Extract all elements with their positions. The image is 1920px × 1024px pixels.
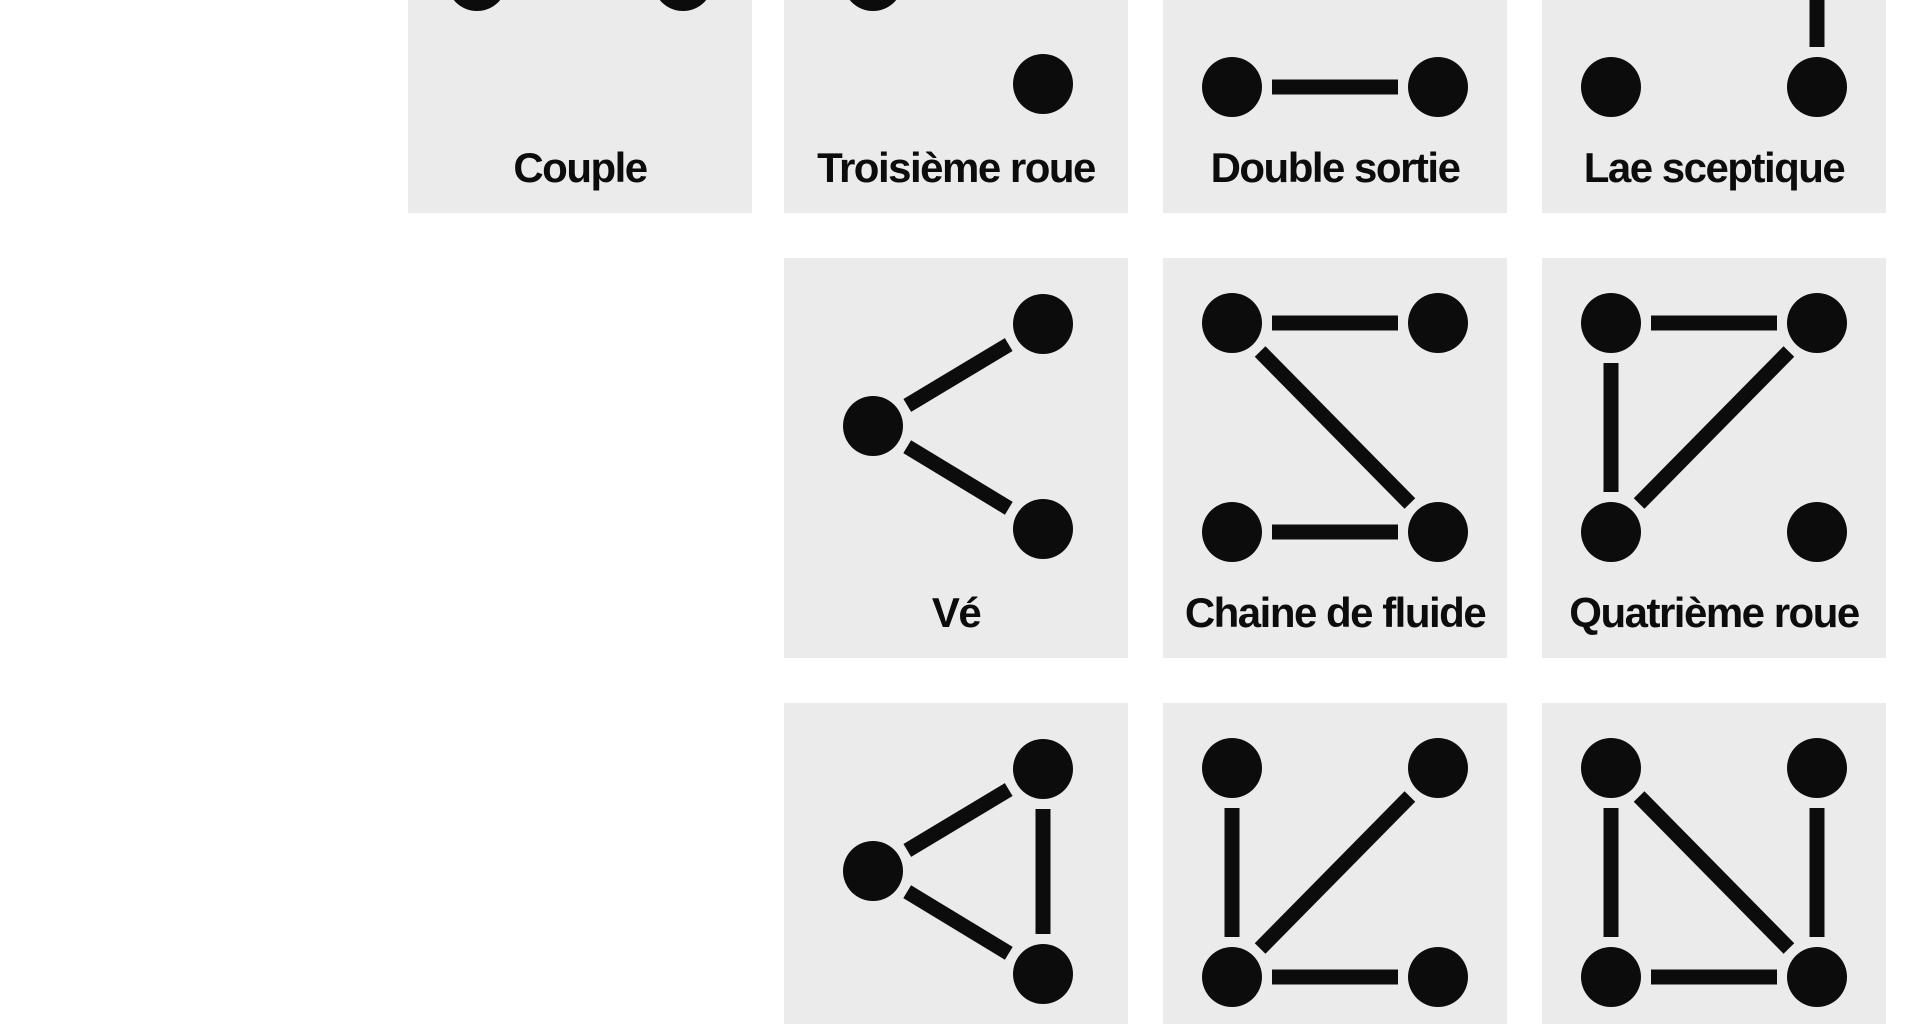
graph-node [1013,739,1073,799]
graph-edge [903,885,1013,960]
graph-node [1581,57,1641,117]
graph-node [1013,944,1073,1004]
graph-node [1202,57,1262,117]
graph-cell-chaine-de-fluide: Chaine de fluide [1163,258,1507,658]
graph-diagram [843,294,1073,559]
graph-edge [903,440,1013,515]
graph-cell-quatrieme-roue: Quatrième roue [1542,258,1886,658]
graph-node [849,0,897,11]
graph-label-double-sortie: Double sortie [1210,144,1461,191]
graph-node [1202,947,1262,1007]
graph-node [1013,54,1073,114]
graph-edge [903,783,1013,857]
graph-diagram [1202,738,1468,1007]
graph-node [1202,502,1262,562]
graph-diagram [1581,0,1847,117]
graph-node [453,0,501,11]
graph-node [1787,502,1847,562]
graph-diagram [843,739,1073,1004]
graph-label-chaine-de-fluide: Chaine de fluide [1184,589,1487,636]
graph-node [659,0,707,11]
graph-cell-triangle-bottom-left [784,703,1128,1024]
graph-label-ve: Vé [931,589,982,636]
graph-edge [1633,791,1795,954]
graph-node [843,396,903,456]
graph-node [1408,738,1468,798]
graph-diagram [1202,57,1468,117]
graph-cell-lae-sceptique: Lae sceptique [1542,0,1886,213]
graph-cell-star-bottom-middle [1163,703,1507,1024]
graph-node [1787,57,1847,117]
graph-label-couple: Couple [513,144,648,191]
graph-node [1202,293,1262,353]
graph-node [1581,738,1641,798]
graph-node [1787,293,1847,353]
graph-diagram [1581,293,1847,562]
graph-node [1581,947,1641,1007]
graph-diagram [1581,738,1847,1007]
graph-edge [903,338,1013,412]
graph-edge [1254,791,1416,954]
graph-node [1787,947,1847,1007]
graph-label-lae-sceptique: Lae sceptique [1583,144,1846,191]
graph-cell-ve: Vé [784,258,1128,658]
graph-node [1013,499,1073,559]
graph-edge [1254,346,1416,509]
graph-diagram [1202,293,1468,562]
graph-edge [1633,346,1795,509]
graph-diagram [453,0,707,11]
graph-cell-double-sortie: Double sortie [1163,0,1507,213]
graph-node [1787,738,1847,798]
graph-cell-triangle-pendant-bottom-right [1542,703,1886,1024]
graph-node [1202,738,1262,798]
graph-node [1013,294,1073,354]
graph-node [1408,293,1468,353]
graph-diagram [849,0,1073,114]
graph-node [1581,293,1641,353]
graph-label-troisieme-roue: Troisième roue [817,144,1096,191]
graph-node [1408,502,1468,562]
graph-node [1581,502,1641,562]
graph-node [1408,947,1468,1007]
graph-node [843,841,903,901]
graph-node [1408,57,1468,117]
graph-cell-couple: Couple [408,0,752,213]
graph-label-quatrieme-roue: Quatrième roue [1569,589,1860,636]
graph-cell-troisieme-roue: Troisième roue [784,0,1128,213]
